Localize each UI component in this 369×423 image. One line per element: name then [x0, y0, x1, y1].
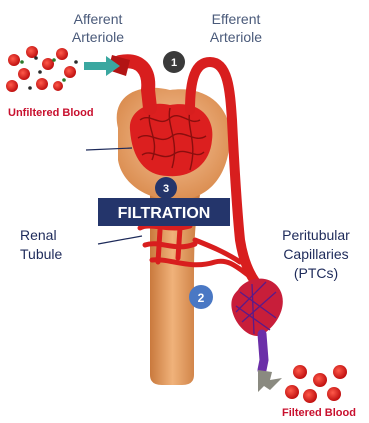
solute-particle — [34, 56, 38, 60]
blood-cell — [333, 365, 347, 379]
filtered-blood-label: Filtered Blood — [282, 407, 356, 419]
renal-tubule-label-line1: Renal — [20, 227, 57, 243]
solute-particle — [20, 60, 24, 64]
efferent-label-line2: Arteriole — [210, 29, 262, 45]
ptc-label-line1: Peritubular — [282, 227, 350, 243]
step-1-number: 1 — [171, 57, 177, 69]
blood-cell — [327, 387, 341, 401]
step-3-number: 3 — [163, 183, 169, 195]
peritubular-capillaries — [231, 279, 282, 336]
solute-particle — [28, 86, 32, 90]
blood-cell — [293, 365, 307, 379]
filtered-blood-cells — [285, 365, 347, 403]
solute-particle — [38, 70, 42, 74]
blood-cell — [6, 80, 18, 92]
blood-cell — [26, 46, 38, 58]
blood-cell — [36, 78, 48, 90]
blood-cell — [303, 389, 317, 403]
blood-cell — [285, 385, 299, 399]
solute-particle — [74, 60, 78, 64]
efferent-label-line1: Efferent — [212, 11, 261, 27]
blood-cell — [313, 373, 327, 387]
blood-cell — [64, 66, 76, 78]
tubule-pointer-line — [98, 236, 142, 244]
step-2-number: 2 — [198, 291, 205, 305]
ptc-label-line3: (PTCs) — [294, 265, 338, 281]
blood-cell — [8, 54, 20, 66]
blood-cell — [56, 48, 68, 60]
output-arrow — [258, 370, 282, 392]
afferent-label-line2: Arteriole — [72, 29, 124, 45]
solute-particle — [52, 58, 56, 62]
ptc-label-line2: Capillaries — [283, 246, 348, 262]
filtration-label: FILTRATION — [118, 205, 211, 222]
afferent-label-line1: Afferent — [74, 11, 123, 27]
blood-cell — [42, 58, 54, 70]
blood-cell — [53, 81, 63, 91]
blood-cell — [18, 68, 30, 80]
renal-tubule-label-line2: Tubule — [20, 246, 63, 262]
solute-particle — [62, 78, 66, 82]
unfiltered-blood-cells — [6, 46, 78, 92]
unfiltered-blood-label: Unfiltered Blood — [8, 107, 94, 119]
renal-vein — [262, 334, 264, 370]
